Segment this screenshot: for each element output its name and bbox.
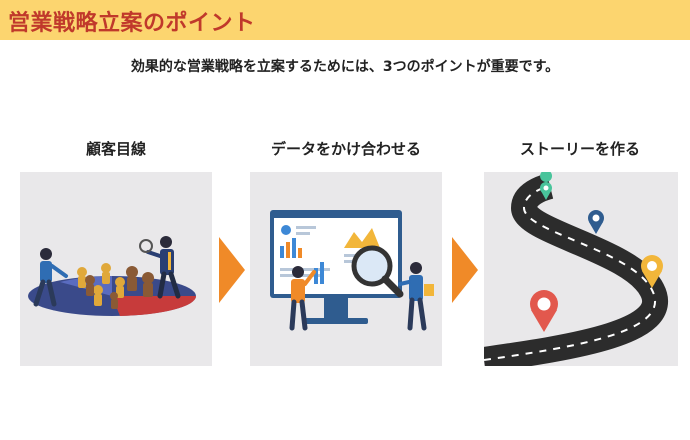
next-arrow-icon bbox=[219, 237, 245, 303]
point-label-data: データをかけ合わせる bbox=[270, 140, 421, 158]
data-analysis-card bbox=[250, 172, 442, 366]
next-arrow-icon bbox=[452, 237, 478, 303]
location-pin-icon bbox=[588, 210, 604, 234]
page-title: 営業戦略立案のポイント bbox=[8, 11, 256, 36]
customer-perspective-card bbox=[20, 172, 212, 366]
page-subtitle: 効果的な営業戦略を立案するためには、3つのポイントが重要です。 bbox=[130, 59, 560, 75]
data-analysis-illustration bbox=[270, 210, 434, 331]
point-label-story: ストーリーを作る bbox=[519, 140, 640, 158]
location-pin-icon bbox=[540, 172, 553, 200]
point-label-customer: 顧客目線 bbox=[85, 140, 146, 158]
location-pin-icon bbox=[530, 290, 558, 332]
winding-road-illustration bbox=[484, 172, 668, 366]
customer-perspective-illustration bbox=[28, 236, 197, 316]
header-band: 営業戦略立案のポイント bbox=[0, 0, 690, 40]
winding-road-card bbox=[484, 172, 678, 366]
location-pin-icon bbox=[641, 255, 663, 288]
